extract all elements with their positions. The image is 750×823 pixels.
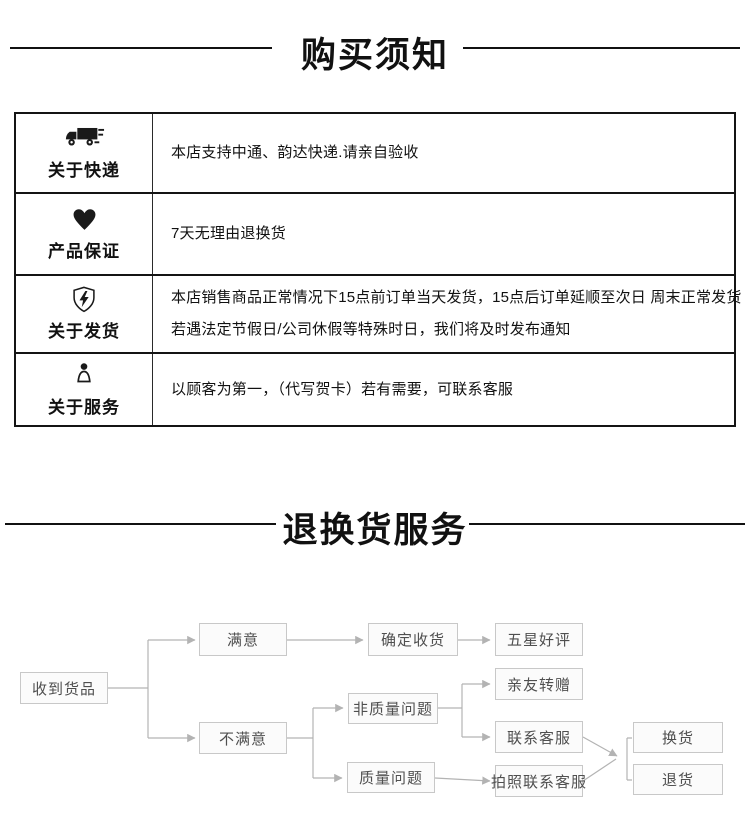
flow-node-confirm-receipt: 确定收货 <box>368 623 458 656</box>
row-text: 若遇法定节假日/公司休假等特殊时日，我们将及时发布通知 <box>171 321 571 338</box>
flow-node-receive: 收到货品 <box>20 672 108 704</box>
row-content-cell: 本店支持中通、韵达快递.请亲自验收 <box>153 114 734 192</box>
row-text: 7天无理由退换货 <box>171 225 286 242</box>
table-row: 关于服务 以顾客为第一，（代写贺卡）若有需要，可联系客服 <box>16 352 734 425</box>
title-rule-right <box>463 47 740 49</box>
table-row: 产品保证 7天无理由退换货 <box>16 192 734 274</box>
flow-node-non-quality: 非质量问题 <box>348 693 438 724</box>
row-text: 本店支持中通、韵达快递.请亲自验收 <box>171 144 419 161</box>
row-label-cell: 关于发货 <box>16 276 153 352</box>
shield-bolt-icon <box>72 286 96 312</box>
purchase-notice-title: 购买须知 <box>300 36 449 75</box>
flow-node-quality: 质量问题 <box>347 762 435 793</box>
row-label: 关于服务 <box>48 397 120 417</box>
return-service-title: 退换货服务 <box>282 511 468 550</box>
purchase-notice-table: 关于快递 本店支持中通、韵达快递.请亲自验收 产品保证 7天无理由退换货 <box>14 112 741 427</box>
flow-node-return: 退货 <box>633 764 723 795</box>
flow-node-contact-service: 联系客服 <box>495 721 583 753</box>
row-content-cell: 本店销售商品正常情况下15点前订单当天发货，15点后订单延顺至次日 周末正常发货… <box>153 276 750 352</box>
heart-icon <box>72 206 97 232</box>
flow-node-gift-friends: 亲友转赠 <box>495 668 583 700</box>
flow-node-five-star: 五星好评 <box>495 623 583 656</box>
table-row: 关于发货 本店销售商品正常情况下15点前订单当天发货，15点后订单延顺至次日 周… <box>16 274 741 352</box>
title-rule-left <box>10 47 272 49</box>
flow-node-exchange: 换货 <box>633 722 723 753</box>
flowchart-connectors <box>108 635 632 785</box>
row-label: 关于发货 <box>48 322 120 341</box>
title-rule-right <box>469 523 745 525</box>
flow-node-satisfied: 满意 <box>199 623 287 656</box>
person-icon <box>72 362 96 388</box>
row-label-cell: 产品保证 <box>16 194 153 274</box>
row-content-cell: 7天无理由退换货 <box>153 194 734 274</box>
row-content-cell: 以顾客为第一，（代写贺卡）若有需要，可联系客服 <box>153 354 734 425</box>
row-label: 关于快递 <box>48 161 120 180</box>
row-label-cell: 关于服务 <box>16 354 153 425</box>
row-text: 本店销售商品正常情况下15点前订单当天发货，15点后订单延顺至次日 周末正常发货 <box>171 289 742 306</box>
truck-icon <box>63 125 105 151</box>
row-label: 产品保证 <box>48 242 120 261</box>
row-text: 以顾客为第一，（代写贺卡）若有需要，可联系客服 <box>171 380 514 398</box>
flow-node-unsatisfied: 不满意 <box>199 722 287 754</box>
flow-node-photo-contact: 拍照联系客服 <box>491 765 586 797</box>
title-rule-left <box>5 523 276 525</box>
table-row: 关于快递 本店支持中通、韵达快递.请亲自验收 <box>16 114 734 192</box>
row-label-cell: 关于快递 <box>16 114 153 192</box>
